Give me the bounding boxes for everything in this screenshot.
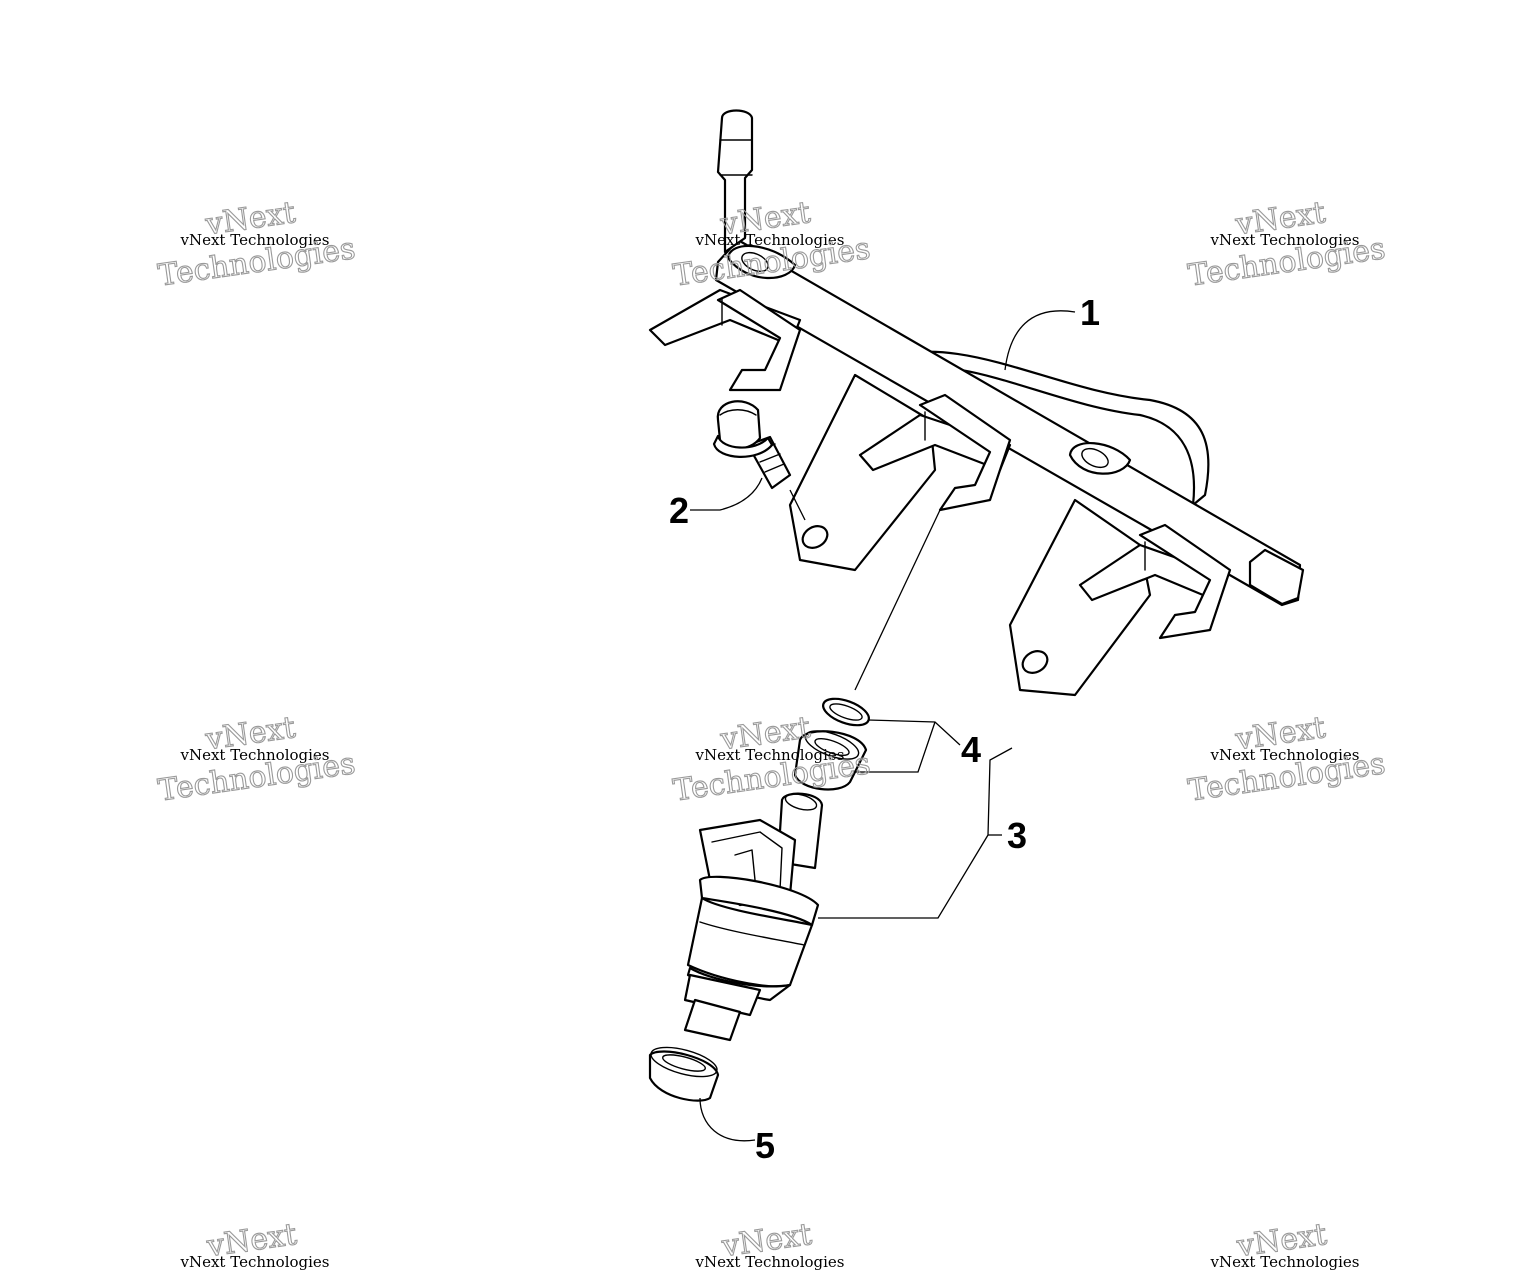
callout-5: 5 (755, 1125, 775, 1166)
watermark-bottom-left: vNext vNext Technologies (179, 1217, 329, 1271)
svg-text:vNext Technologies: vNext Technologies (694, 231, 844, 249)
bolt-flange (712, 434, 774, 458)
watermark-top-center: vNext vNext Technologies Technologies (670, 195, 873, 294)
leader-2-dash (789, 489, 806, 521)
injector-body-flange (698, 875, 820, 927)
seal-cap (793, 730, 868, 791)
rail-mount-ear-mid (1068, 442, 1132, 475)
fuel-rail-assembly (648, 109, 1305, 697)
svg-text:vNext Technologies: vNext Technologies (694, 746, 844, 764)
callout-4: 4 (961, 729, 981, 770)
callout-2: 2 (669, 490, 689, 531)
leader-1 (1004, 310, 1076, 371)
fuel-inlet-tube (716, 109, 754, 254)
leader-2 (690, 477, 763, 511)
bracket-hole-left (801, 525, 829, 549)
watermark-bottom-center: vNext vNext Technologies (694, 1217, 844, 1271)
watermark-top-left: vNext vNext Technologies Technologies (155, 195, 358, 294)
callout-3: 3 (1007, 815, 1027, 856)
flange-bolt (712, 400, 792, 490)
injector-insulator (648, 1046, 720, 1102)
injector-cup-1 (648, 288, 802, 392)
injector-tip (683, 998, 742, 1042)
watermark-mid-right: vNext vNext Technologies Technologies (1185, 710, 1388, 809)
svg-text:vNext Technologies: vNext Technologies (179, 746, 329, 764)
watermark-mid-left: vNext vNext Technologies Technologies (155, 710, 358, 809)
bracket-hole-right (1021, 650, 1049, 674)
watermark-top-right: vNext vNext Technologies Technologies (1185, 195, 1388, 294)
o-ring (822, 697, 870, 727)
svg-text:vNext Technologies: vNext Technologies (179, 1253, 329, 1271)
watermark-bottom-right: vNext vNext Technologies (1209, 1217, 1359, 1271)
leader-4-lower (855, 721, 936, 773)
svg-text:vNext Technologies: vNext Technologies (1209, 1253, 1359, 1271)
watermark-mid-center: vNext vNext Technologies Technologies (670, 710, 873, 809)
svg-text:vNext Technologies: vNext Technologies (1209, 746, 1359, 764)
leader-5 (699, 1097, 756, 1142)
leader-4-upper (867, 719, 961, 746)
svg-text:vNext Technologies: vNext Technologies (1209, 231, 1359, 249)
bolt-head (716, 400, 762, 450)
leader-injector-axis (854, 509, 941, 691)
seal-kit (793, 697, 870, 791)
fuel-injector (683, 792, 824, 1042)
leader-lines (690, 310, 1076, 1142)
svg-text:vNext Technologies: vNext Technologies (179, 231, 329, 249)
callout-1: 1 (1080, 292, 1100, 333)
injector-cup-3 (1078, 523, 1232, 640)
svg-text:vNext Technologies: vNext Technologies (694, 1253, 844, 1271)
injector-tip-collar (683, 973, 762, 1017)
rail-end-cap (1248, 548, 1305, 606)
